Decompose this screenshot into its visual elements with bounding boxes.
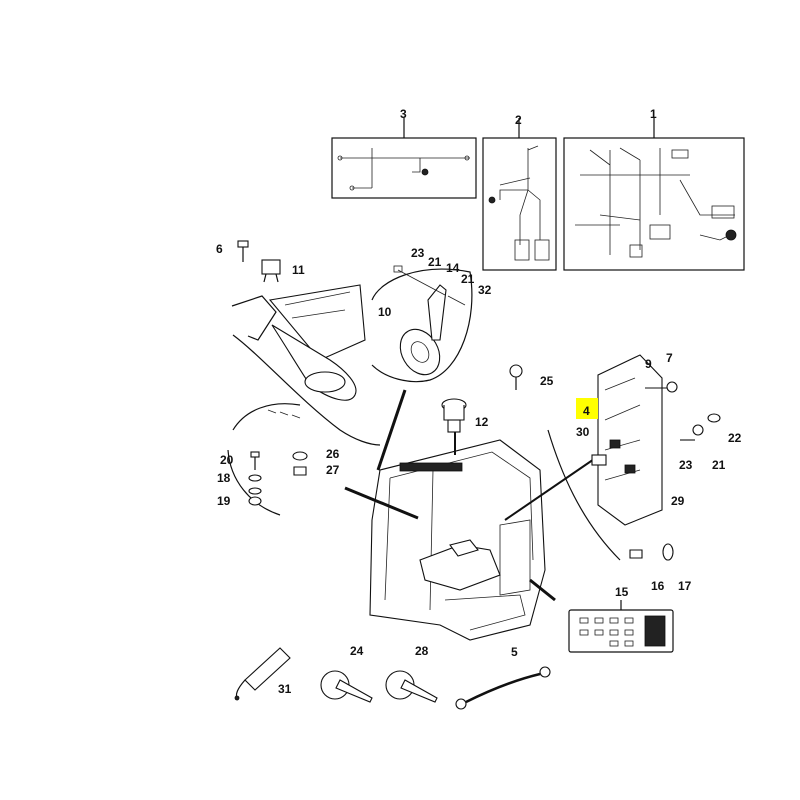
harness-inset-1 (563, 118, 745, 271)
fasteners-left (227, 403, 308, 516)
callout-23b: 23 (679, 458, 693, 472)
cable-tie-24 (320, 670, 373, 703)
harness-inset-2 (482, 118, 557, 271)
callout-30: 30 (576, 425, 590, 439)
callout-11: 11 (292, 263, 305, 277)
callout-28: 28 (415, 644, 429, 658)
callout-31: 31 (278, 682, 292, 696)
callout-10: 10 (378, 305, 392, 319)
ground-cable-5 (455, 666, 551, 710)
switch-12 (441, 398, 467, 433)
callout-14: 14 (446, 261, 460, 275)
fuse-label-15 (568, 600, 674, 653)
callout-1: 1 (650, 107, 657, 121)
callout-20: 20 (220, 453, 234, 467)
cable-tie-28 (385, 670, 438, 703)
callout-26: 26 (326, 447, 340, 461)
callout-21b: 21 (461, 272, 475, 286)
callout-27: 27 (326, 463, 340, 477)
callout-12: 12 (475, 415, 489, 429)
relay-11 (261, 259, 281, 283)
callout-4: 4 (583, 404, 590, 418)
callout-9: 9 (645, 357, 652, 371)
callout-16: 16 (651, 579, 665, 593)
callout-2: 2 (515, 113, 522, 127)
callout-23a: 23 (411, 246, 425, 260)
cab-assembly (369, 439, 546, 641)
callout-21a: 21 (428, 255, 442, 269)
callout-19: 19 (217, 494, 231, 508)
callout-22: 22 (728, 431, 742, 445)
dashboard-detail (231, 284, 381, 446)
callout-15: 15 (615, 585, 629, 599)
callout-32: 32 (478, 283, 492, 297)
callout-21c: 21 (712, 458, 726, 472)
callout-29: 29 (671, 494, 685, 508)
leader-lines (344, 389, 601, 602)
callout-7: 7 (666, 351, 673, 365)
screw-6 (237, 240, 249, 262)
harness-inset-3 (331, 118, 477, 199)
callout-6: 6 (216, 242, 223, 256)
panel-detail (547, 354, 721, 561)
callout-18: 18 (217, 471, 231, 485)
horn-detail (371, 265, 473, 383)
bolt-25 (509, 364, 523, 390)
callout-3: 3 (400, 107, 407, 121)
callout-25: 25 (540, 374, 554, 388)
callout-17: 17 (678, 579, 692, 593)
highlight-box (576, 398, 598, 419)
adhesive-tube-31 (234, 647, 291, 701)
callout-24: 24 (350, 644, 364, 658)
callout-5: 5 (511, 645, 518, 659)
